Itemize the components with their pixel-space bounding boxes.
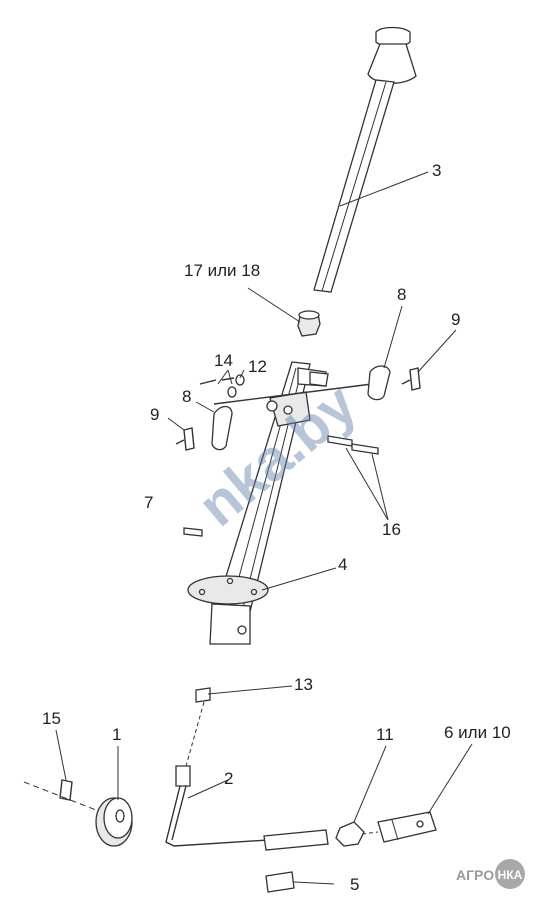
- label-part-12: 12: [248, 357, 267, 376]
- lever-rod-part-3: [313, 26, 417, 293]
- label-part-9-left: 9: [150, 405, 159, 424]
- label-part-14: 14: [214, 351, 233, 370]
- control-rod-part-2: [165, 701, 329, 851]
- label-part-5: 5: [350, 875, 359, 894]
- label-part-4: 4: [338, 555, 347, 574]
- latch-plate-part-8-left: [211, 405, 233, 451]
- label-part-6-10: 6 или 10: [444, 723, 511, 742]
- pulley-part-1: [23, 781, 133, 847]
- label-part-15: 15: [42, 709, 61, 728]
- pivot-bracket: [213, 383, 373, 427]
- clevis-part-6-10: [361, 811, 437, 843]
- side-tab: [309, 371, 329, 387]
- agronka-logo: АГРО НКА: [456, 859, 525, 889]
- bushing-part-17-18: [297, 310, 321, 337]
- logo-badge-text: НКА: [498, 868, 523, 882]
- label-part-1: 1: [112, 725, 121, 744]
- lever-grip: [367, 43, 417, 84]
- pins-part-14: [199, 377, 235, 385]
- washers-part-12: [227, 374, 245, 398]
- rod-threaded-end: [175, 765, 191, 787]
- logo-badge: [495, 859, 525, 889]
- label-part-3: 3: [432, 161, 441, 180]
- rod-connector-sleeve: [263, 829, 329, 851]
- label-part-2: 2: [224, 769, 233, 788]
- label-part-13: 13: [294, 675, 313, 694]
- cotter-clip-part-9-right: [401, 367, 421, 391]
- split-pin-part-15: [59, 779, 73, 801]
- pins-part-16: [327, 435, 379, 455]
- pin-part-7: [183, 527, 203, 537]
- label-part-9-right: 9: [451, 310, 460, 329]
- label-part-8-right: 8: [397, 285, 406, 304]
- label-part-7: 7: [144, 493, 153, 512]
- bushing-part-13: [195, 687, 211, 703]
- label-part-11: 11: [376, 725, 394, 744]
- nut-part-11: [335, 821, 365, 847]
- label-part-8-left: 8: [182, 387, 191, 406]
- label-part-16: 16: [382, 520, 401, 539]
- logo-text: АГРО: [456, 867, 494, 883]
- label-part-17-18: 17 или 18: [184, 261, 260, 280]
- cotter-clip-part-9-left: [175, 427, 195, 451]
- part-labels: 3 17 или 18 8 9 14 12 8 9 7 16 4 13 15 1…: [42, 161, 511, 894]
- end-cap-part-5: [265, 871, 295, 893]
- leader-lines: [55, 171, 473, 885]
- column-flange: [187, 575, 269, 605]
- column-lower-sleeve: [209, 603, 251, 645]
- latch-plate-part-8-right: [367, 365, 391, 401]
